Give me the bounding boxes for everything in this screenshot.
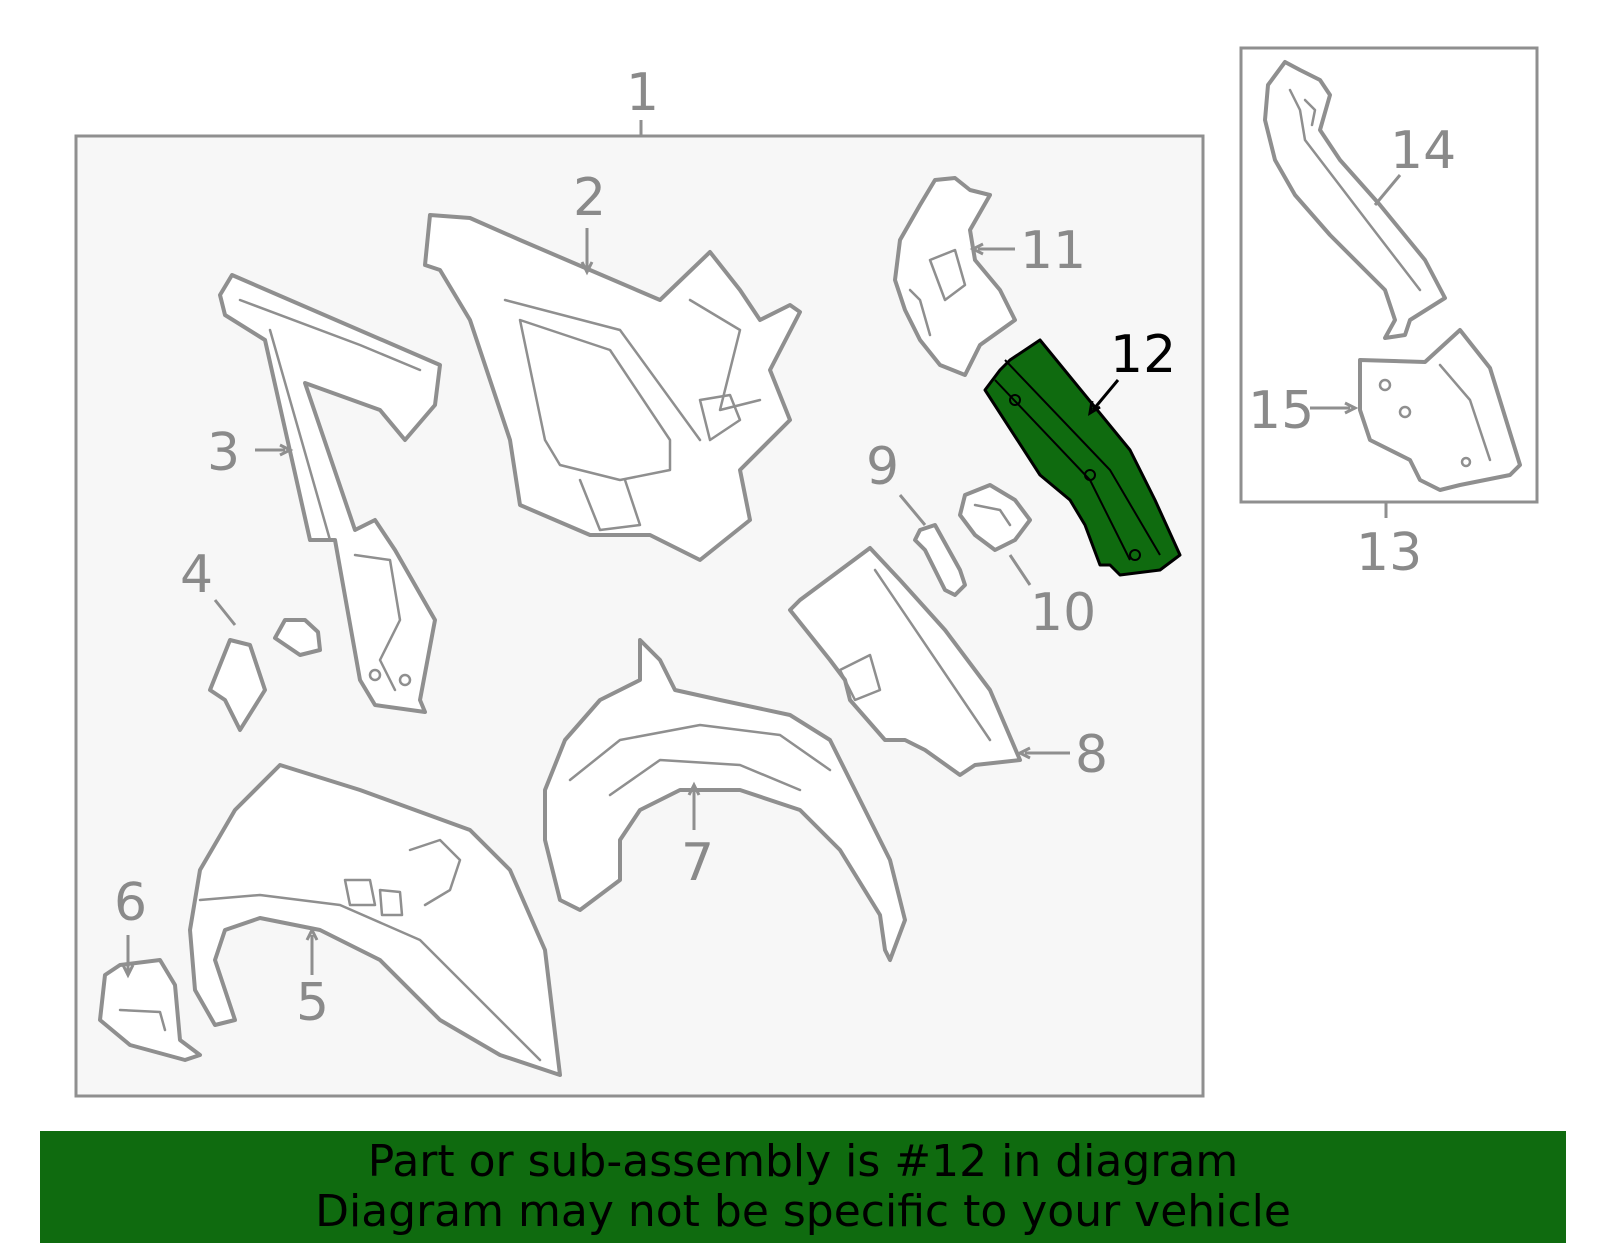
banner-line-2: Diagram may not be specific to your vehi…: [315, 1186, 1291, 1237]
callout-5: 5: [296, 973, 329, 1033]
callout-3: 3: [207, 423, 240, 483]
part-15[interactable]: [1358, 328, 1522, 492]
part-3[interactable]: [218, 273, 442, 714]
callout-15: 15: [1248, 381, 1314, 441]
notice-banner: Part or sub-assembly is #12 in diagram D…: [40, 1131, 1566, 1243]
callout-10: 10: [1030, 583, 1096, 643]
callout-2: 2: [573, 168, 606, 228]
callout-1: 1: [626, 63, 659, 123]
callout-11: 11: [1020, 221, 1086, 281]
callout-9: 9: [866, 437, 899, 497]
part-11[interactable]: [893, 176, 1017, 377]
part-8[interactable]: [788, 546, 1022, 777]
leader-lines: [121, 174, 1402, 979]
callout-13: 13: [1356, 523, 1422, 583]
part-9[interactable]: [913, 523, 967, 597]
part-10[interactable]: [958, 483, 1032, 552]
part-2[interactable]: [423, 213, 802, 562]
callout-8: 8: [1075, 725, 1108, 785]
part-12-highlighted[interactable]: [983, 338, 1182, 577]
callout-4: 4: [180, 545, 213, 605]
part-4[interactable]: [208, 618, 322, 732]
callout-7: 7: [681, 833, 714, 893]
part-5[interactable]: [188, 763, 562, 1077]
banner-line-1: Part or sub-assembly is #12 in diagram: [367, 1136, 1239, 1187]
callout-14: 14: [1390, 121, 1456, 181]
part-14[interactable]: [1263, 60, 1447, 340]
part-6[interactable]: [98, 958, 202, 1062]
callout-6: 6: [114, 873, 147, 933]
callout-12: 12: [1110, 325, 1176, 385]
part-7[interactable]: [543, 638, 907, 962]
